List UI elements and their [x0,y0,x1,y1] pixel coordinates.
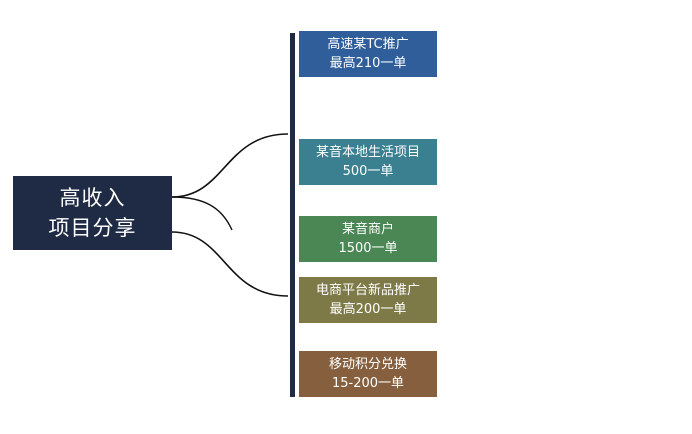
branch-price: 最高200一单 [329,302,407,317]
branch-price: 1500一单 [338,241,398,256]
branch-node-ecommerce: 电商平台新品推广 最高200一单 [299,277,437,323]
branch-node-merchant: 某音商户 1500一单 [299,216,437,262]
branch-price: 500一单 [342,164,394,179]
spine-line [290,33,295,397]
branch-title: 移动积分兑换 [328,357,407,372]
branch-price: 15-200一单 [331,376,405,391]
connector-to-lower [171,231,289,297]
branch-price: 最高210一单 [329,56,407,71]
root-title-line1: 高收入 [59,186,126,210]
root-title-line2: 项目分享 [48,216,137,240]
branch-node-points-exchange: 移动积分兑换 15-200一单 [299,351,437,397]
root-node: 高收入 项目分享 [13,176,172,250]
connector-to-upper [171,133,289,198]
branch-title: 高速某TC推广 [327,37,409,52]
branch-title: 电商平台新品推广 [315,283,420,298]
branch-title: 某音本地生活项目 [315,145,420,160]
connector-crossing [171,196,233,231]
branch-node-tc-promo: 高速某TC推广 最高210一单 [299,31,437,77]
branch-node-local-life: 某音本地生活项目 500一单 [299,139,437,185]
branch-title: 某音商户 [341,222,394,237]
